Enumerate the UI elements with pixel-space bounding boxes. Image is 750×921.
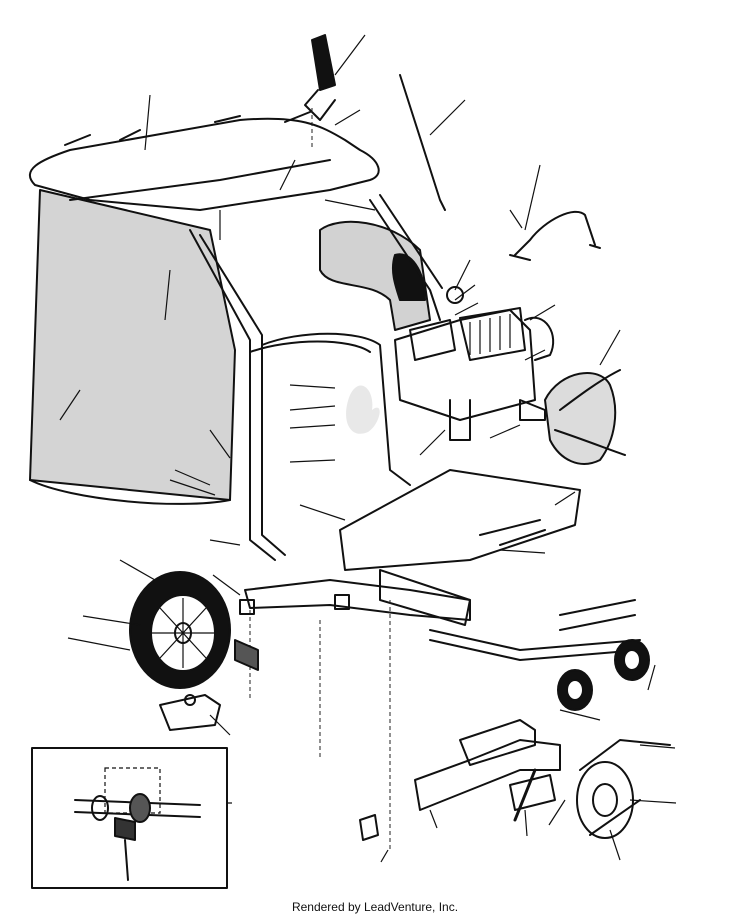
- engine: [394, 286, 555, 441]
- mount-bracket: [159, 694, 221, 731]
- handle-frame: [189, 194, 443, 561]
- drive-assembly: [414, 719, 671, 839]
- footer-credit: Rendered by LeadVenture, Inc.: [291, 900, 459, 914]
- watermark: [346, 385, 380, 434]
- rear-wheel: [129, 571, 231, 689]
- impeller: [519, 369, 626, 465]
- bracket: [509, 210, 601, 261]
- throttle-handle: [304, 34, 446, 211]
- inset-detail: [31, 747, 228, 889]
- leader-lines: [59, 34, 677, 863]
- discharge-chute: [319, 220, 431, 331]
- spacers: [234, 594, 379, 841]
- chassis: [244, 569, 641, 850]
- deck-plate: [339, 469, 581, 571]
- front-casters: [557, 639, 650, 711]
- grass-bag-assembly: [28, 111, 380, 505]
